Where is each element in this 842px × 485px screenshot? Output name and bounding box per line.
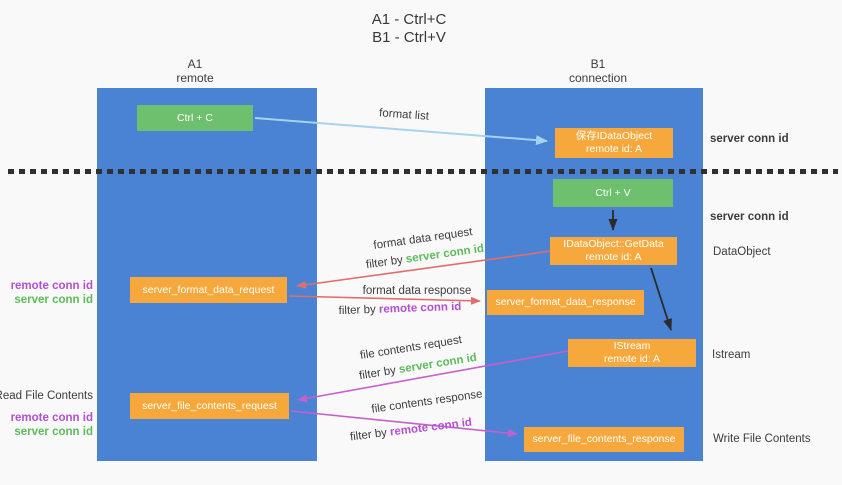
node-server-file-contents-request-label: server_file_contents_request — [142, 399, 277, 412]
file-contents-response-filter-label: filter by remote conn id — [349, 417, 472, 444]
file-contents-response-label: file contents response — [370, 388, 484, 416]
node-idataobject-getdata: IDataObject::GetData remote id: A — [550, 237, 677, 265]
filter-by-text: filter by — [358, 364, 400, 383]
write-file-contents-label: Write File Contents — [713, 433, 811, 445]
node-ctrl-c-label: Ctrl + C — [177, 111, 213, 124]
server-conn-id-left-2: server conn id — [14, 426, 93, 438]
filter-by-text: filter by — [349, 426, 391, 444]
filter-by-text: filter by — [338, 303, 380, 318]
remote-conn-id-text: remote conn id — [389, 416, 473, 439]
format-data-response-filter-label: filter by remote conn id — [338, 301, 461, 317]
server-conn-id-text: server conn id — [398, 351, 478, 376]
remote-conn-id-text: remote conn id — [378, 300, 462, 316]
node-server-format-data-response: server_format_data_response — [487, 290, 644, 315]
remote-conn-id-left-1: remote conn id — [10, 280, 93, 292]
node-idataobject-getdata-line1: IDataObject::GetData — [563, 238, 664, 250]
lifeline-a1-name: A1 — [187, 57, 203, 71]
lifeline-b1-name: B1 — [590, 57, 606, 71]
conn-id-pair-file: remote conn id server conn id — [11, 411, 93, 439]
server-conn-id-right-top: server conn id — [710, 133, 789, 145]
server-conn-id-left-1: server conn id — [14, 294, 93, 306]
node-istream-line2: remote id: A — [603, 353, 661, 365]
node-server-format-data-request-label: server_format_data_request — [142, 283, 275, 296]
node-save-idataobject-line2: remote id: A — [585, 143, 643, 155]
conn-id-pair-format: remote conn id server conn id — [11, 279, 93, 307]
istream-label: Istream — [712, 349, 751, 361]
node-ctrl-c: Ctrl + C — [137, 105, 253, 131]
node-server-file-contents-request: server_file_contents_request — [130, 393, 289, 419]
lifeline-a1-header: A1 remote — [176, 57, 213, 85]
diagram-title: A1 - Ctrl+C B1 - Ctrl+V — [372, 11, 447, 47]
node-idataobject-getdata-line2: remote id: A — [585, 251, 642, 263]
server-conn-id-right-mid: server conn id — [710, 211, 789, 223]
server-conn-id-text: server conn id — [405, 242, 485, 266]
title-line-1: A1 - Ctrl+C — [371, 11, 447, 28]
node-save-idataobject-line1: 保存IDataObject — [575, 130, 653, 142]
node-istream: IStream remote id: A — [568, 339, 696, 367]
node-ctrl-v-label: Ctrl + V — [595, 186, 631, 199]
node-ctrl-v: Ctrl + V — [553, 179, 673, 207]
node-istream-line1: IStream — [613, 340, 651, 352]
node-server-format-data-request: server_format_data_request — [130, 277, 287, 303]
node-server-file-contents-response-label: server_file_contents_response — [532, 433, 676, 445]
lifeline-b1-header: B1 connection — [569, 57, 627, 85]
lifeline-a1-subtitle: remote — [176, 71, 214, 85]
dataobject-label: DataObject — [713, 246, 771, 258]
title-line-2: B1 - Ctrl+V — [372, 29, 446, 46]
format-list-label: format list — [378, 107, 430, 123]
format-data-response-label: format data response — [362, 285, 472, 297]
filter-by-text: filter by — [365, 253, 407, 272]
node-server-file-contents-response: server_file_contents_response — [524, 427, 684, 452]
node-server-format-data-response-label: server_format_data_response — [495, 296, 636, 308]
lifeline-b1-subtitle: connection — [568, 71, 628, 85]
phase-separator-dotted-line — [8, 169, 838, 174]
remote-conn-id-left-2: remote conn id — [10, 412, 93, 424]
read-file-contents-label: Read File Contents — [0, 390, 93, 402]
node-save-idataobject: 保存IDataObject remote id: A — [555, 128, 673, 158]
